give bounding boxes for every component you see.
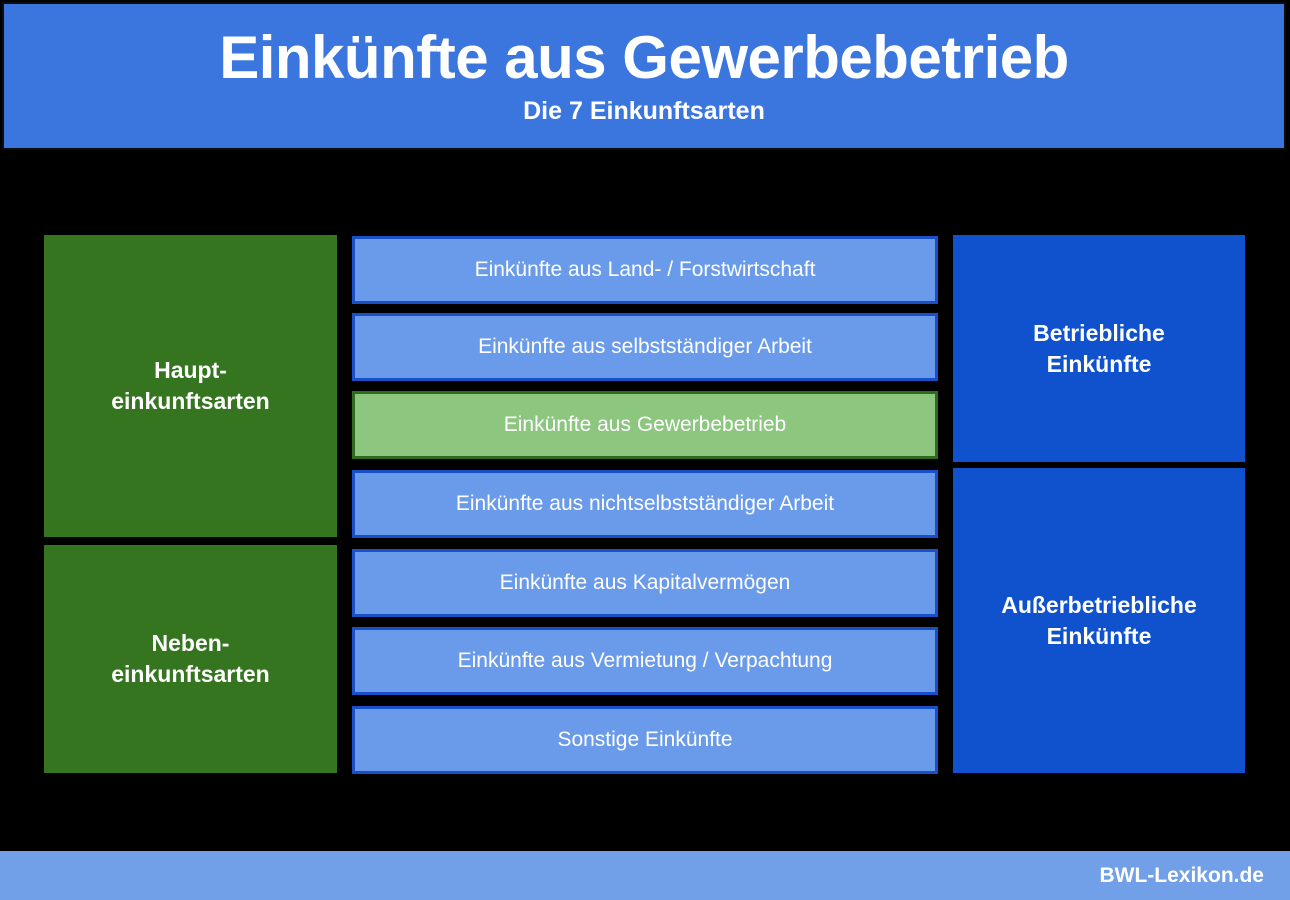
- page-title: Einkünfte aus Gewerbebetrieb: [219, 24, 1069, 91]
- income-type-box-3-highlighted: Einkünfte aus Gewerbebetrieb: [352, 391, 938, 459]
- aggregate-label: Außerbetriebliche Einkünfte: [1001, 591, 1197, 649]
- group-label: Haupt- einkunftsarten: [111, 357, 270, 414]
- header-banner: Einkünfte aus Gewerbebetrieb Die 7 Einku…: [2, 2, 1286, 150]
- aggregate-label: Betriebliche Einkünfte: [1033, 319, 1165, 377]
- group-box-haupteinkunftsarten: Haupt- einkunftsarten: [44, 235, 337, 537]
- income-type-box-1: Einkünfte aus Land- / Forstwirtschaft: [352, 236, 938, 304]
- aggregate-box-betriebliche-einkuenfte: Betriebliche Einkünfte: [953, 235, 1245, 462]
- page-subtitle: Die 7 Einkunftsarten: [523, 97, 765, 125]
- income-type-label: Einkünfte aus nichtselbstständiger Arbei…: [455, 492, 835, 515]
- brand-label: BWL-Lexikon.de: [1099, 863, 1264, 887]
- income-type-box-7: Sonstige Einkünfte: [352, 706, 938, 774]
- income-type-box-6: Einkünfte aus Vermietung / Verpachtung: [352, 627, 938, 695]
- group-label: Neben- einkunftsarten: [111, 630, 270, 687]
- income-type-label: Sonstige Einkünfte: [557, 728, 733, 751]
- income-type-label: Einkünfte aus selbstständiger Arbeit: [478, 335, 812, 358]
- income-type-label: Einkünfte aus Gewerbebetrieb: [503, 413, 787, 436]
- income-type-label: Einkünfte aus Land- / Forstwirtschaft: [474, 258, 816, 281]
- income-type-box-4: Einkünfte aus nichtselbstständiger Arbei…: [352, 470, 938, 538]
- aggregate-box-ausserbetriebliche-einkuenfte: Außerbetriebliche Einkünfte: [953, 468, 1245, 773]
- group-box-nebeneinkunftsarten: Neben- einkunftsarten: [44, 545, 337, 773]
- diagram-body: Haupt- einkunftsarten Neben- einkunftsar…: [0, 150, 1290, 851]
- income-type-box-2: Einkünfte aus selbstständiger Arbeit: [352, 313, 938, 381]
- income-type-label: Einkünfte aus Kapitalvermögen: [499, 571, 791, 594]
- income-type-label: Einkünfte aus Vermietung / Verpachtung: [457, 649, 833, 672]
- income-type-box-5: Einkünfte aus Kapitalvermögen: [352, 549, 938, 617]
- footer-bar: BWL-Lexikon.de: [0, 851, 1290, 900]
